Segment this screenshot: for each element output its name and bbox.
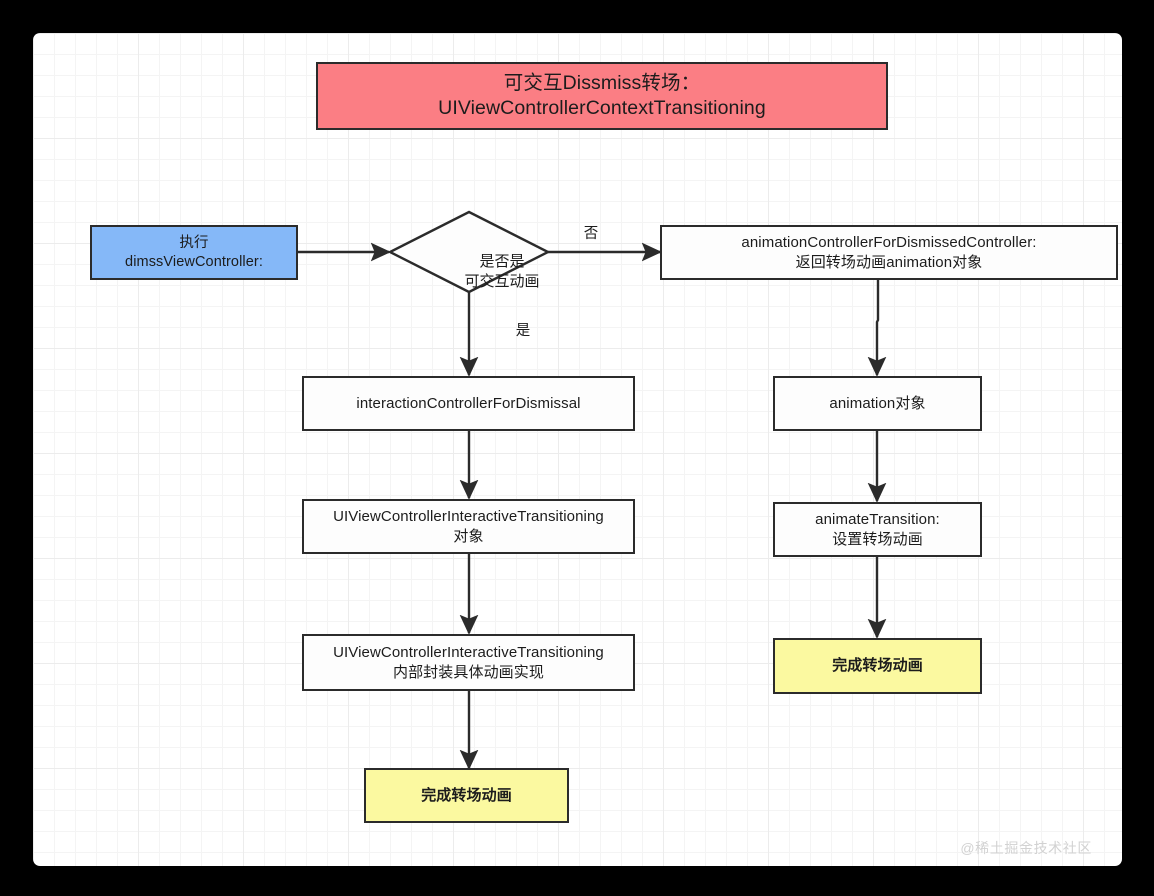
node-end-right[interactable]: 完成转场动画 bbox=[773, 638, 982, 694]
node-interaction-controller-for-dismissal[interactable]: interactionControllerForDismissal bbox=[302, 376, 635, 431]
edge-label-yes: 是 bbox=[515, 323, 531, 339]
node-animation-object[interactable]: animation对象 bbox=[773, 376, 982, 431]
node-animate-transition[interactable]: animateTransition: 设置转场动画 bbox=[773, 502, 982, 557]
title-box: 可交互Dissmiss转场： UIViewControllerContextTr… bbox=[316, 62, 888, 130]
node-decision-label: 是否是 可交互动画 bbox=[464, 253, 540, 290]
connector-layer bbox=[298, 210, 887, 770]
watermark: @稀土掘金技术社区 bbox=[960, 840, 1092, 856]
edge-anim-ctrl-to-animation-obj bbox=[867, 279, 887, 377]
node-interactive-transitioning-object[interactable]: UIViewControllerInteractiveTransitioning… bbox=[302, 499, 635, 554]
decision-diamond bbox=[387, 210, 551, 294]
node-end-left[interactable]: 完成转场动画 bbox=[364, 768, 569, 823]
node-start[interactable]: 执行 dimssViewController: bbox=[90, 225, 298, 280]
node-interactive-transitioning-implementation[interactable]: UIViewControllerInteractiveTransitioning… bbox=[302, 634, 635, 691]
edge-label-no: 否 bbox=[583, 226, 599, 242]
node-animation-controller-for-dismissed[interactable]: animationControllerForDismissedControlle… bbox=[660, 225, 1118, 280]
diagram-canvas: 可交互Dissmiss转场： UIViewControllerContextTr… bbox=[33, 33, 1122, 866]
